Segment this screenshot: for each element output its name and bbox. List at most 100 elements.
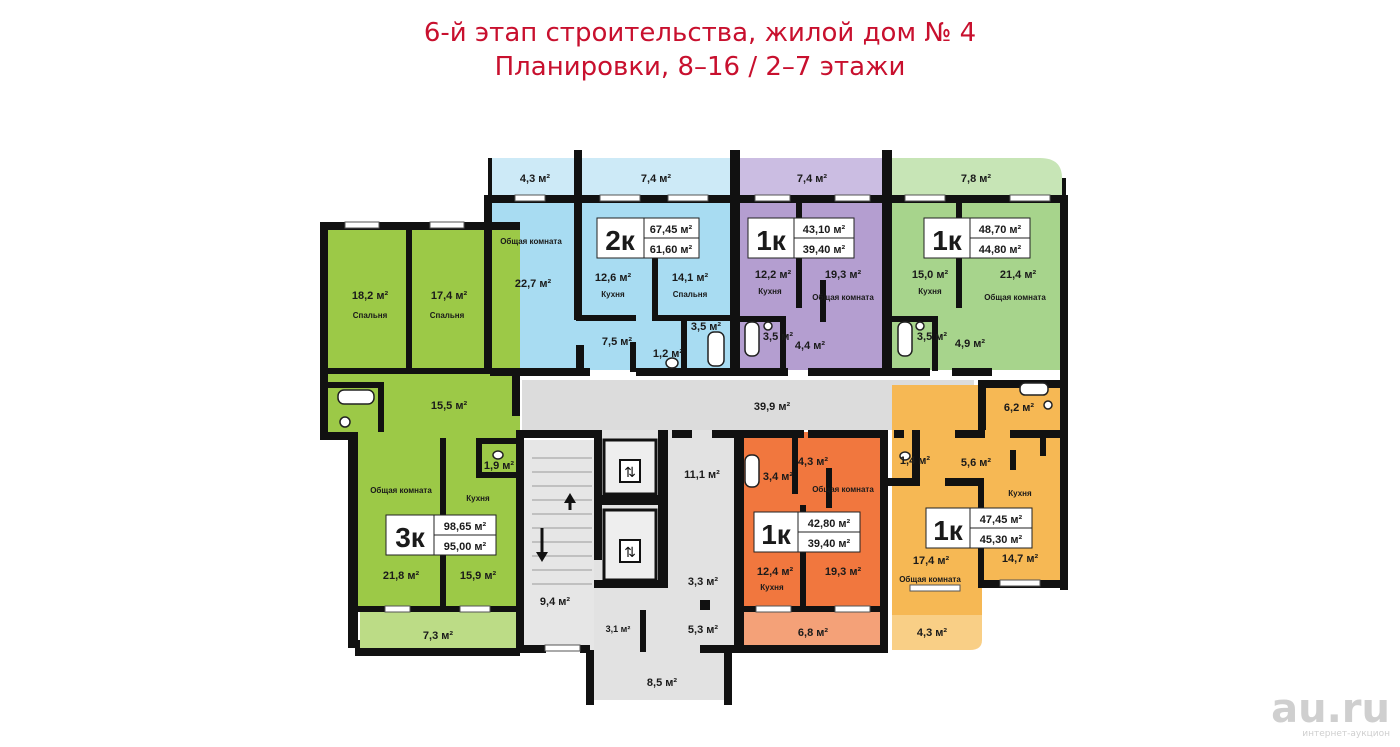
watermark-caption: интернет-аукцион bbox=[1302, 729, 1390, 739]
room-area: 19,3 м² bbox=[825, 566, 862, 578]
room-area: 1,4 м² bbox=[900, 455, 930, 467]
room-name: Спальня bbox=[353, 311, 388, 320]
room-area: 15,5 м² bbox=[431, 400, 468, 412]
room-name: Кухня bbox=[601, 290, 625, 299]
apartment-2k-balcony bbox=[490, 158, 730, 195]
stair-area bbox=[524, 440, 594, 650]
lift-icon: ⇅ bbox=[624, 545, 636, 561]
room-area: 1,9 м² bbox=[484, 460, 514, 472]
toilet-icon bbox=[899, 451, 911, 461]
lift-shafts bbox=[602, 438, 658, 582]
apartment-1k-purple-balcony bbox=[738, 158, 886, 195]
room-area: 22,7 м² bbox=[515, 278, 552, 290]
apartment-total-area: 98,65 м² bbox=[444, 521, 487, 533]
room-area: 39,9 м² bbox=[754, 401, 791, 413]
apartment-living-area: 39,40 м² bbox=[808, 538, 851, 550]
bathroom-fixtures bbox=[337, 321, 1053, 488]
plan-title: 6-й этап строительства, жилой дом № 4 Пл… bbox=[0, 16, 1400, 84]
room-name: Спальня bbox=[430, 311, 465, 320]
watermark: au.ru интернет-аукцион bbox=[1271, 689, 1390, 739]
room-area: 6,2 м² bbox=[1004, 402, 1034, 414]
sink-icon bbox=[339, 416, 351, 428]
bathtub-icon bbox=[897, 321, 913, 357]
bathtub-icon bbox=[744, 321, 760, 357]
room-labels: 4,3 м² 7,4 м² Общая комната 22,7 м² 12,6… bbox=[352, 173, 1046, 689]
apartment-living-area: 44,80 м² bbox=[979, 244, 1022, 256]
room-area: 17,4 м² bbox=[913, 555, 950, 567]
apartment-total-area: 47,45 м² bbox=[980, 514, 1023, 526]
room-name: Кухня bbox=[758, 287, 782, 296]
room-area: 21,4 м² bbox=[1000, 269, 1037, 281]
room-area: 6,8 м² bbox=[798, 627, 828, 639]
apartment-badge: 1к 42,80 м² 39,40 м² bbox=[753, 511, 861, 553]
apartment-living-area: 39,40 м² bbox=[803, 244, 846, 256]
room-area: 21,8 м² bbox=[383, 570, 420, 582]
room-area: 3,5 м² bbox=[917, 331, 947, 343]
bathtub-icon bbox=[337, 389, 375, 405]
room-area: 4,3 м² bbox=[798, 456, 828, 468]
room-area: 15,9 м² bbox=[460, 570, 497, 582]
apartment-badge: 1к 47,45 м² 45,30 м² bbox=[925, 507, 1033, 549]
room-name: Кухня bbox=[1008, 489, 1032, 498]
room-name: Общая комната bbox=[812, 293, 874, 302]
sink-icon bbox=[915, 321, 925, 331]
room-name: Общая комната bbox=[370, 486, 432, 495]
apartment-1k-green-balcony bbox=[890, 158, 1062, 195]
room-area: 7,3 м² bbox=[423, 630, 453, 642]
title-line-1: 6-й этап строительства, жилой дом № 4 bbox=[423, 18, 977, 48]
bathtub-icon bbox=[744, 454, 760, 488]
room-area: 11,1 м² bbox=[684, 469, 720, 481]
apartment-badge: 3к 98,65 м² 95,00 м² bbox=[385, 514, 497, 556]
room-area: 12,2 м² bbox=[755, 269, 792, 281]
watermark-logo: au.ru bbox=[1271, 686, 1390, 732]
room-area: 18,2 м² bbox=[352, 290, 389, 302]
apartment-total-area: 43,10 м² bbox=[803, 224, 846, 236]
apartment-type: 3к bbox=[395, 522, 426, 553]
apartment-living-area: 95,00 м² bbox=[444, 541, 487, 553]
room-area: 7,5 м² bbox=[602, 336, 632, 348]
walls bbox=[320, 150, 1068, 705]
toilet-icon bbox=[492, 450, 504, 460]
apartment-badge: 1к 48,70 м² 44,80 м² bbox=[923, 217, 1031, 259]
room-area: 17,4 м² bbox=[431, 290, 468, 302]
room-name: Спальня bbox=[673, 290, 708, 299]
apartment-type: 2к bbox=[605, 225, 636, 256]
apartment-total-area: 42,80 м² bbox=[808, 518, 851, 530]
room-area: 3,1 м² bbox=[606, 624, 631, 634]
room-area: 5,3 м² bbox=[688, 624, 718, 636]
room-name: Общая комната bbox=[812, 485, 874, 494]
apartment-type: 1к bbox=[756, 225, 787, 256]
room-area: 14,1 м² bbox=[672, 272, 709, 284]
room-name: Кухня bbox=[760, 583, 784, 592]
room-area: 7,4 м² bbox=[641, 173, 671, 185]
room-name: Кухня bbox=[466, 494, 490, 503]
room-area: 7,4 м² bbox=[797, 173, 827, 185]
room-area: 7,8 м² bbox=[961, 173, 991, 185]
apartment-type: 1к bbox=[761, 519, 792, 550]
room-area: 4,3 м² bbox=[520, 173, 550, 185]
room-area: 3,4 м² bbox=[763, 471, 793, 483]
room-area: 12,4 м² bbox=[757, 566, 794, 578]
room-area: 15,0 м² bbox=[912, 269, 949, 281]
apartment-living-area: 45,30 м² bbox=[980, 534, 1023, 546]
room-area: 12,6 м² bbox=[595, 272, 632, 284]
apartment-type: 1к bbox=[932, 225, 963, 256]
entry-area bbox=[586, 650, 726, 700]
room-area: 4,3 м² bbox=[917, 627, 947, 639]
apartment-badge: 1к 43,10 м² 39,40 м² bbox=[747, 217, 855, 259]
room-area: 8,5 м² bbox=[647, 677, 677, 689]
room-name: Общая комната bbox=[500, 237, 562, 246]
stair-arrows bbox=[536, 493, 576, 562]
room-name: Общая комната bbox=[899, 575, 961, 584]
apartment-total-area: 67,45 м² bbox=[650, 224, 693, 236]
room-area: 9,4 м² bbox=[540, 596, 570, 608]
room-area: 3,3 м² bbox=[688, 576, 718, 588]
bathtub-icon bbox=[1019, 382, 1049, 396]
lift-icon: ⇅ bbox=[624, 465, 636, 481]
apartment-1k-yellow-balcony bbox=[892, 615, 982, 650]
title-line-2: Планировки, 8–16 / 2–7 этажи bbox=[494, 52, 906, 82]
room-name: Общая комната bbox=[984, 293, 1046, 302]
room-area: 19,3 м² bbox=[825, 269, 862, 281]
room-area: 3,5 м² bbox=[763, 331, 793, 343]
